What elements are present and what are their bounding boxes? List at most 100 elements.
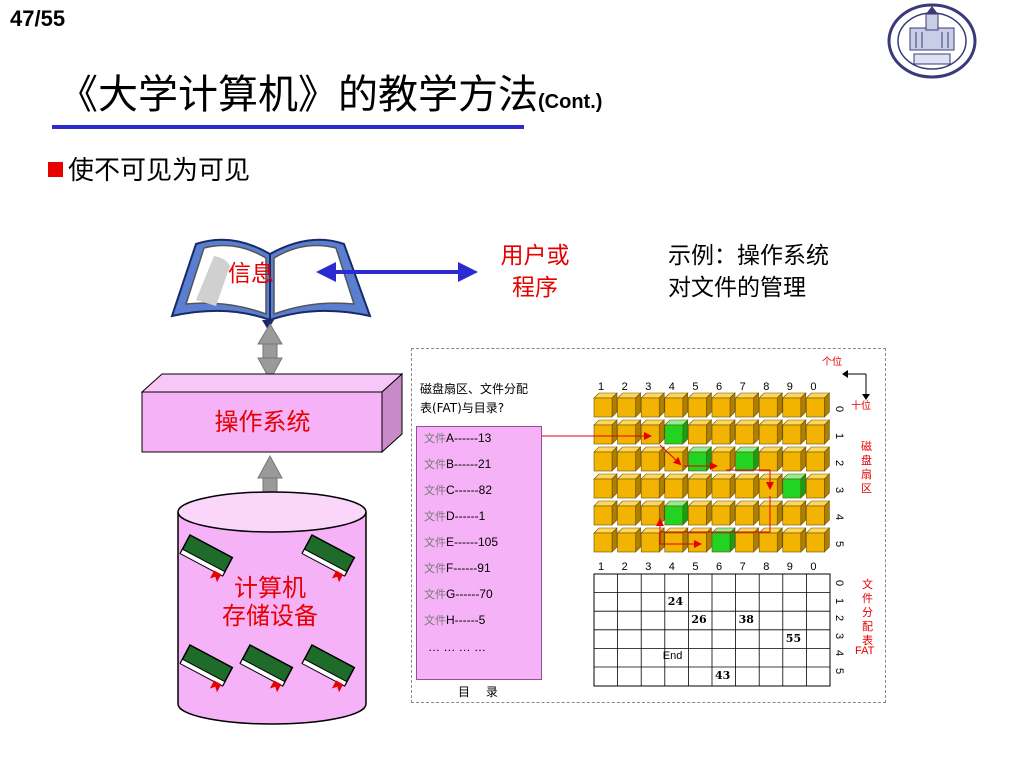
sector-cube — [593, 473, 618, 499]
sector-cube — [664, 392, 689, 418]
fat-cell-value: 43 — [715, 669, 731, 682]
example-label: 示例：操作系统 对文件的管理 — [668, 240, 829, 304]
closed-book-icon — [301, 534, 356, 583]
directory-entry: 文件C------82 — [424, 482, 492, 498]
sector-cube — [711, 392, 736, 418]
fat-question-line-2: 表(FAT)与目录? — [420, 401, 505, 415]
info-exchange-arrow — [316, 262, 478, 282]
sector-cube — [616, 473, 642, 499]
fat-label: 文件分配表 — [862, 578, 873, 647]
directory-entry-prefix: 文件 — [424, 536, 446, 549]
storage-line-2: 存储设备 — [222, 602, 318, 630]
directory-entry-text: G------70 — [446, 587, 493, 601]
bullet-text: 使不可见为可见 — [68, 156, 251, 186]
sector-label: 磁盘扇区 — [861, 440, 872, 495]
sector-cube — [640, 446, 665, 472]
table-col-label: 8 — [763, 561, 770, 573]
directory-entry: 文件G------70 — [424, 586, 493, 602]
sector-cube — [687, 419, 713, 445]
sector-cube — [758, 446, 783, 472]
directory-entry: 文件B------21 — [424, 456, 491, 472]
table-row-label: 1 — [833, 597, 846, 604]
directory-entry-text: A------13 — [446, 431, 492, 445]
page-number: 47/55 — [10, 6, 66, 31]
storage-label: 计算机 存储设备 — [180, 574, 360, 630]
closed-book-icon — [179, 644, 234, 693]
example-line-2: 对文件的管理 — [668, 275, 806, 301]
sector-cube — [758, 392, 783, 418]
closed-book-icon — [239, 644, 294, 693]
sector-cube — [782, 446, 807, 472]
table-col-label: 5 — [692, 561, 699, 573]
grid-row-label: 4 — [833, 513, 846, 521]
ones-label: 个位 — [822, 357, 842, 368]
sector-cube — [758, 527, 783, 553]
sector-cube — [687, 500, 713, 526]
sector-cube — [805, 527, 831, 553]
sector-cube — [687, 473, 713, 499]
sector-cube — [805, 473, 831, 499]
sector-cube — [640, 392, 665, 418]
grid-col-label: 1 — [598, 381, 605, 393]
grid-col-label: 0 — [810, 381, 817, 393]
sector-cube — [758, 500, 783, 526]
sector-cube — [640, 473, 665, 499]
directory-entry: 文件F------91 — [424, 560, 491, 576]
sector-cube — [616, 500, 642, 526]
grid-col-label: 4 — [668, 381, 675, 393]
table-row-label: 4 — [833, 649, 846, 657]
directory-entry-text: H------5 — [446, 613, 486, 627]
closed-book-icon — [179, 534, 234, 583]
sector-cube-used — [664, 500, 689, 526]
tens-label: 十位 — [851, 401, 871, 412]
directory-ellipsis: … … … … — [428, 640, 487, 654]
fat-question-line-1: 磁盘扇区、文件分配 — [420, 382, 529, 396]
fat-question: 磁盘扇区、文件分配 表(FAT)与目录? — [420, 380, 560, 418]
directory-entry-text: D------1 — [446, 509, 486, 523]
table-row-label: 0 — [833, 579, 846, 587]
table-row-label: 3 — [833, 632, 846, 639]
os-label: 操作系统 — [214, 408, 311, 436]
slide-title: 《大学计算机》的教学方法(Cont.) — [58, 62, 602, 120]
sector-cube — [734, 419, 760, 445]
sector-cube-used — [782, 473, 807, 499]
bullet-point: 使不可见为可见 — [48, 150, 250, 187]
grid-row-label: 2 — [833, 459, 846, 467]
sector-cube — [782, 392, 807, 418]
sector-cube — [782, 500, 807, 526]
table-col-label: 3 — [645, 561, 652, 573]
bullet-square-icon — [48, 162, 63, 177]
table-col-label: 7 — [739, 561, 746, 573]
grid-col-label: 5 — [692, 381, 699, 393]
directory-entry-text: C------82 — [446, 483, 492, 497]
stored-books — [179, 534, 356, 693]
table-col-label: 9 — [786, 561, 793, 573]
sector-cube — [782, 527, 807, 553]
book-os-arrow — [257, 323, 283, 382]
fat-cell-value: End — [662, 650, 683, 663]
table-col-label: 6 — [716, 561, 723, 573]
sector-cube — [616, 392, 642, 418]
sector-cube — [805, 419, 831, 445]
fat-example-panel — [411, 348, 886, 703]
fat-link-lines — [540, 432, 774, 548]
sector-cube — [711, 473, 736, 499]
directory-entry-prefix: 文件 — [424, 458, 446, 471]
title-suffix: (Cont.) — [538, 91, 603, 113]
table-col-label: 0 — [810, 561, 817, 573]
directory-entry-prefix: 文件 — [424, 432, 446, 445]
os-box — [140, 372, 404, 454]
sector-cube — [734, 473, 760, 499]
sector-cube — [616, 419, 642, 445]
grid-row-label: 0 — [833, 405, 846, 413]
sector-cube — [593, 500, 618, 526]
sector-cube — [711, 419, 736, 445]
grid-col-label: 2 — [621, 381, 628, 393]
sector-cube-used — [734, 446, 760, 472]
table-col-label: 2 — [621, 561, 628, 573]
sector-cube — [711, 500, 736, 526]
title-underline — [52, 125, 524, 129]
fat-table — [593, 370, 870, 687]
sector-cube-used — [711, 527, 736, 553]
